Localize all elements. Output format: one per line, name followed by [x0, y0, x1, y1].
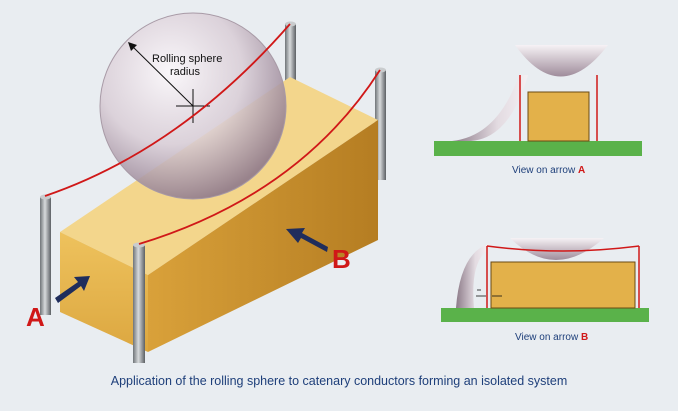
view-b-sphere-arc-left: [456, 244, 488, 308]
arrow-b: [286, 228, 328, 252]
front-right-pole: [133, 242, 145, 363]
view-a-ground: [434, 141, 642, 156]
block-front-face: [60, 232, 148, 352]
view-a-label: View on arrow A: [512, 165, 585, 176]
view-b-label: View on arrow B: [515, 332, 588, 343]
catenary-conductor-right: [138, 69, 381, 245]
view-b-structure: [490, 261, 636, 309]
rolling-sphere: [99, 12, 287, 200]
catenary-conductor-left: [44, 23, 291, 197]
view-b-inset: [441, 238, 649, 322]
view-a-label-prefix: View on arrow: [512, 165, 576, 176]
arrow-a-letter: A: [26, 302, 45, 332]
radius-arrowhead: [128, 42, 137, 51]
radius-label-line1: Rolling sphere: [152, 53, 223, 65]
front-left-pole: [40, 194, 51, 315]
view-a-structure: [527, 91, 590, 142]
view-a-label-letter: A: [577, 165, 586, 176]
view-b-ground: [441, 308, 649, 322]
view-b-conductor: [486, 245, 640, 252]
radius-line: [131, 45, 194, 107]
view-a-inset: [434, 45, 642, 156]
radius-label: Rolling sphere radius: [152, 53, 222, 79]
arrow-a: [55, 276, 90, 303]
block-side-face: [148, 120, 378, 352]
view-a-sphere-arc-left: [452, 75, 528, 141]
view-b-sphere-arc-top: [510, 238, 604, 260]
back-right-pole: [375, 67, 386, 180]
view-b-label-prefix: View on arrow: [515, 332, 579, 343]
view-b-label-letter: B: [580, 332, 589, 343]
radius-label-line2: radius: [170, 66, 200, 78]
arrow-b-letter: B: [332, 244, 351, 274]
figure-caption: Application of the rolling sphere to cat…: [110, 374, 568, 388]
view-a-sphere-arc-top: [515, 45, 608, 77]
